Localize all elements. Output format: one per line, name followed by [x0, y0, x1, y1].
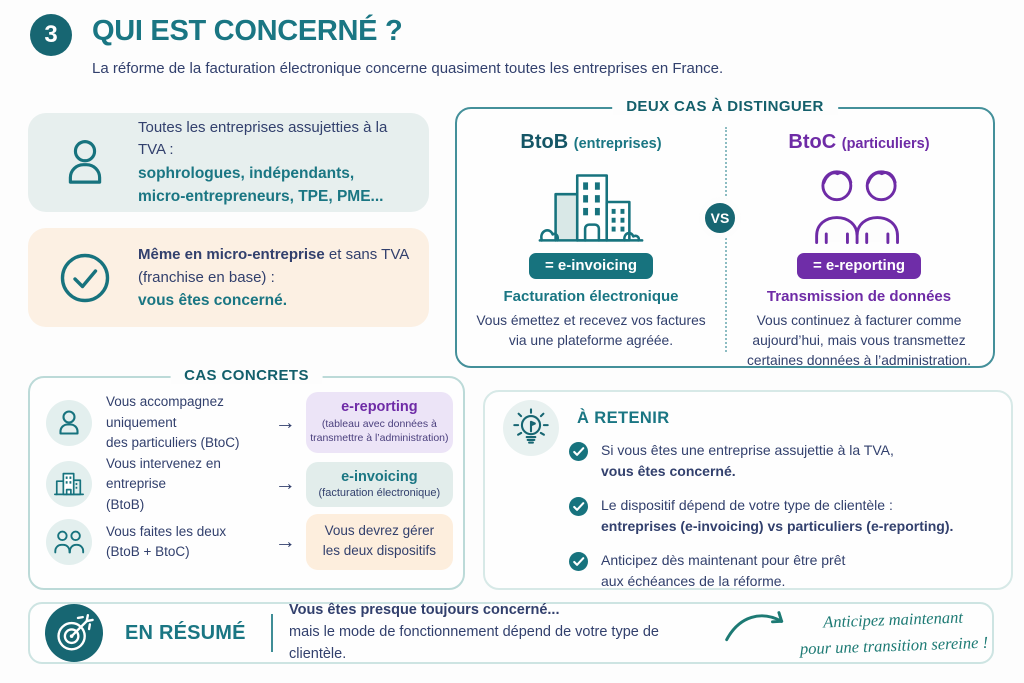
- cas-concrets-box: CAS CONCRETS Vous accompagnez uniquement…: [28, 367, 465, 590]
- buildings-icon: [465, 158, 717, 246]
- card-tva-line3: micro-entrepreneurs, TPE, PME...: [138, 188, 384, 205]
- building-icon: [46, 461, 92, 508]
- vs-badge: VS: [699, 197, 741, 239]
- two-people-icon: [46, 518, 92, 565]
- item-line1: Anticipez dès maintenant pour être prêt: [601, 552, 846, 568]
- handwritten-line1: Anticipez maintenant: [822, 608, 964, 632]
- card-micro-rest: et sans TVA: [324, 245, 410, 263]
- resume-lead: Vous êtes presque toujours concerné...: [289, 602, 560, 619]
- card-micro-line3: vous êtes concerné.: [138, 292, 288, 310]
- a-retenir-items: Si vous êtes une entreprise assujettie à…: [569, 440, 997, 592]
- item-text: Le dispositif dépend de votre type de cl…: [601, 495, 953, 537]
- card-tva-text: Toutes les entreprises assujetties à la …: [138, 117, 413, 209]
- a-retenir-box: À RETENIR Si vous êtes une entreprise as…: [483, 390, 1013, 590]
- item-line2: aux échéances de la réforme.: [601, 573, 786, 589]
- handwritten-line2: pour une transition sereine !: [799, 632, 989, 659]
- resume-bar: EN RÉSUMÉ Vous êtes presque toujours con…: [28, 602, 994, 664]
- item-text: Si vous êtes une entreprise assujettie à…: [601, 440, 894, 482]
- lightbulb-icon: [503, 400, 559, 456]
- target-icon: [45, 604, 103, 662]
- arrow-right-icon: →: [274, 472, 296, 496]
- cas-row-btob: Vous intervenez en entreprise (BtoB) → e…: [42, 454, 453, 515]
- resume-detail: mais le mode de fonctionnement dépend de…: [289, 624, 659, 662]
- cas-concrets-title: CAS CONCRETS: [170, 367, 323, 384]
- e-invoicing-pill: = e-invoicing: [528, 253, 654, 279]
- btoc-label: BtoC: [788, 131, 837, 153]
- item-line1: Le dispositif dépend de votre type de cl…: [601, 497, 893, 513]
- cas-row-text: Vous intervenez en entreprise (BtoB): [106, 454, 275, 515]
- btob-subtitle: Facturation électronique: [503, 288, 679, 305]
- btoc-subtitle: Transmission de données: [766, 288, 952, 305]
- item-line1: Si vous êtes une entreprise assujettie à…: [601, 442, 894, 458]
- card-tva-line1: Toutes les entreprises assujetties à la …: [138, 118, 388, 159]
- item-text: Anticipez dès maintenant pour être prêt …: [601, 550, 845, 592]
- people-icon: [733, 158, 985, 246]
- item-line2: vous êtes concerné.: [601, 463, 736, 479]
- list-item: Si vous êtes une entreprise assujettie à…: [569, 440, 997, 482]
- cas-row-line2: (BtoB + BtoC): [106, 543, 190, 559]
- check-badge-icon: [569, 442, 588, 461]
- cas-row-line2: (BtoB): [106, 496, 145, 512]
- item-line2: entreprises (e-invoicing) vs particulier…: [601, 518, 954, 534]
- card-micro-line1: Même en micro-entreprise et sans TVA: [138, 243, 409, 267]
- result-title: e-reporting: [341, 399, 418, 415]
- person-icon: [56, 136, 114, 190]
- section-number: 3: [44, 21, 58, 48]
- card-micro-entreprise: Même en micro-entreprise et sans TVA (fr…: [28, 228, 429, 327]
- cas-row-line1: Vous faites les deux: [106, 523, 227, 539]
- cas-row-line1: Vous intervenez en entreprise: [106, 456, 221, 492]
- arrow-right-icon: →: [274, 410, 296, 434]
- btoc-description: Vous continuez à facturer comme aujourd’…: [747, 313, 971, 368]
- list-item: Le dispositif dépend de votre type de cl…: [569, 495, 997, 537]
- curved-arrow-icon: [723, 605, 789, 650]
- resume-title: EN RÉSUMÉ: [125, 621, 246, 644]
- arrow-right-icon: →: [274, 529, 296, 553]
- cas-row-line1: Vous accompagnez uniquement: [106, 394, 224, 430]
- check-circle-icon: [56, 251, 114, 305]
- e-reporting-pill: = e-reporting: [796, 253, 922, 279]
- result-line1: Vous devrez gérer: [324, 523, 435, 538]
- btob-description: Vous émettez et recevez vos factures via…: [476, 313, 706, 348]
- card-micro-line2: (franchise en base) :: [138, 268, 275, 286]
- card-micro-bold: Même en micro-entreprise: [138, 245, 325, 263]
- result-note: (facturation électronique): [318, 486, 441, 499]
- section-number-badge: 3: [30, 14, 72, 56]
- card-micro-text: Même en micro-entreprise et sans TVA (fr…: [138, 243, 409, 313]
- page-subtitle: La réforme de la facturation électroniqu…: [92, 60, 724, 77]
- person-icon: [46, 399, 92, 446]
- handwritten-note: Anticipez maintenant pour une transition…: [794, 604, 993, 662]
- a-retenir-title: À RETENIR: [577, 409, 670, 427]
- resume-text: Vous êtes presque toujours concerné... m…: [289, 600, 707, 665]
- deux-cas-title: DEUX CAS À DISTINGUER: [612, 98, 838, 115]
- btob-label: BtoB: [520, 131, 569, 153]
- deux-cas-box: DEUX CAS À DISTINGUER VS BtoB (entrepris…: [455, 98, 995, 371]
- btob-column: BtoB (entreprises): [465, 131, 717, 351]
- btob-qualifier: (entreprises): [573, 136, 662, 152]
- cas-row-line2: des particuliers (BtoC): [106, 434, 240, 450]
- btob-heading: BtoB (entreprises): [465, 131, 717, 154]
- result-line2: les deux dispositifs: [322, 543, 437, 559]
- cas-row-text: Vous faites les deux (BtoB + BtoC): [106, 522, 275, 563]
- btoc-qualifier: (particuliers): [841, 136, 930, 152]
- btoc-heading: BtoC (particuliers): [733, 131, 985, 154]
- page-title: QUI EST CONCERNÉ ?: [92, 15, 403, 47]
- result-note: (tableau avec données à transmettre à l’…: [310, 418, 449, 445]
- result-pill-e-invoicing: e-invoicing (facturation électronique): [305, 461, 453, 507]
- result-pill-both: Vous devrez gérer les deux dispositifs: [305, 514, 453, 570]
- result-pill-e-reporting: e-reporting (tableau avec données à tran…: [305, 392, 453, 454]
- dotted-divider: [725, 127, 727, 352]
- result-title: e-invoicing: [341, 468, 418, 485]
- check-badge-icon: [569, 497, 588, 516]
- list-item: Anticipez dès maintenant pour être prêt …: [569, 550, 997, 592]
- vertical-divider: [271, 614, 273, 652]
- card-tva: Toutes les entreprises assujetties à la …: [28, 113, 429, 212]
- cas-row-both: Vous faites les deux (BtoB + BtoC) → Vou…: [42, 514, 453, 570]
- btoc-column: BtoC (particuliers) = e-reporting Transm…: [733, 131, 985, 371]
- card-tva-line2: sophrologues, indépendants,: [138, 164, 355, 182]
- cas-row-btoc: Vous accompagnez uniquement des particul…: [42, 392, 453, 454]
- check-badge-icon: [569, 552, 588, 571]
- cas-row-text: Vous accompagnez uniquement des particul…: [106, 392, 275, 453]
